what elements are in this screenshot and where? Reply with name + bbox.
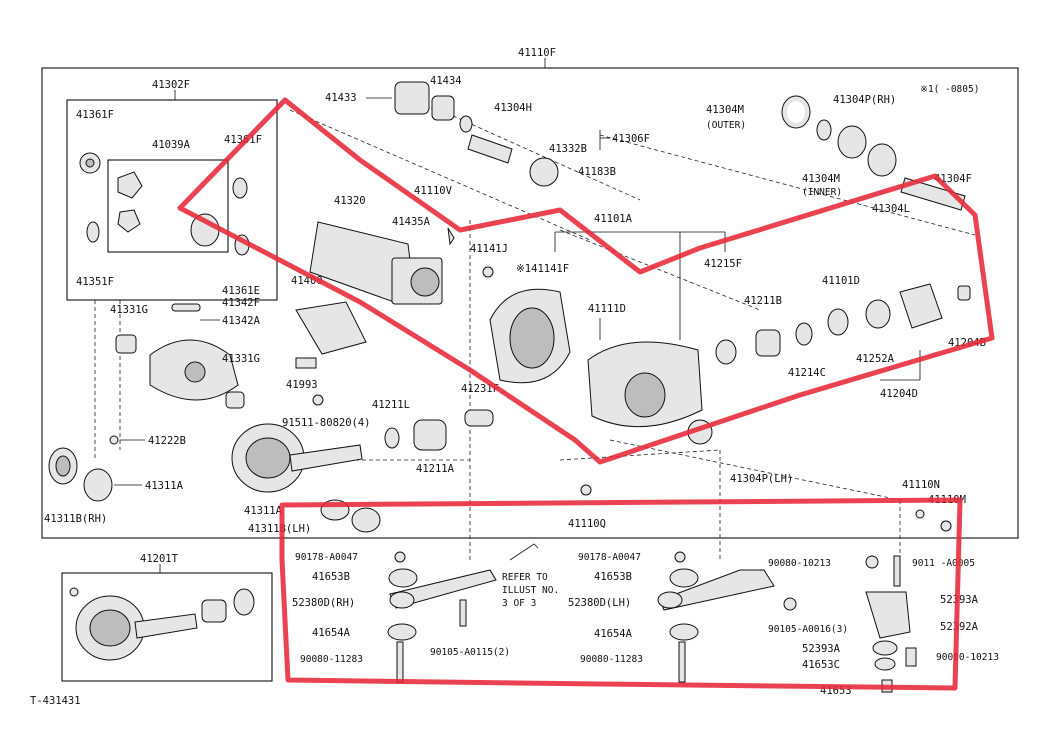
label-41332B: 41332B [549, 143, 587, 155]
inner-label: (INNER) [802, 187, 842, 198]
label-41653B-a: 41653B [312, 571, 350, 583]
label-41320: 41320 [334, 195, 366, 207]
label-90080-10213-b: 90080-10213 [936, 652, 999, 663]
bearing-41211A [413, 419, 447, 451]
drive-pinion [289, 444, 363, 472]
refer-line-2: ILLUST NO. [502, 585, 559, 596]
pinion-gear-2 [117, 209, 141, 233]
label-91511: 91511-80820(4) [282, 417, 371, 429]
label-90105-A0016: 90105-A0016(3) [768, 624, 848, 635]
label-41201T: 41201T [140, 553, 179, 565]
label-90105-A0115: 90105-A0115(2) [430, 647, 510, 658]
label-41342A: 41342A [222, 315, 261, 327]
diagram-id: T-431431 [30, 695, 81, 707]
label-41110Q: 41110Q [568, 518, 606, 530]
label-41351F: 41351F [76, 276, 114, 288]
pinion-bearing [394, 81, 430, 115]
bearing-rh [83, 468, 113, 502]
label-41304M-outer: 41304M [706, 104, 744, 116]
label-41304P-RH: 41304P(RH) [833, 94, 896, 106]
pinion-gear [117, 171, 143, 199]
label-41311A: 41311A [145, 480, 184, 492]
label-41435A: 41435A [392, 216, 431, 228]
actuator [295, 301, 367, 355]
label-41214C: 41214C [788, 367, 826, 379]
label-41141J: 41141J [470, 243, 508, 255]
label-90178-b: 90178-A0047 [578, 552, 641, 563]
label-41252A: 41252A [856, 353, 895, 365]
label-41211B: 41211B [744, 295, 782, 307]
label-90080-11283-b: 90080-11283 [580, 654, 643, 665]
label-90080-10213-a: 90080-10213 [768, 558, 831, 569]
shim-rh [837, 125, 867, 159]
label-41304H: 41304H [494, 102, 532, 114]
label-41231F: 41231F [461, 383, 499, 395]
label-41215F: 41215F [704, 258, 742, 270]
red-marker-lower [279, 497, 963, 691]
label-141141F: ※141141F [516, 263, 569, 275]
label-41311B-RH: 41311B(RH) [44, 513, 107, 525]
label-41653B-b: 41653B [594, 571, 632, 583]
label-41110N: 41110N [902, 479, 940, 491]
label-41653C: 41653C [802, 659, 840, 671]
assembly-label: 41110F [518, 47, 556, 59]
label-41211L: 41211L [372, 399, 410, 411]
label-41434: 41434 [430, 75, 462, 87]
label-41222B: 41222B [148, 435, 186, 447]
pinion-shaft-top [467, 134, 513, 164]
bolt [109, 435, 119, 445]
label-9011-A0005: 9011 -A0005 [912, 558, 975, 569]
label-41361F: 41361F [76, 109, 114, 121]
label-41211A: 41211A [416, 463, 455, 475]
label-41342F: 41342F [222, 297, 260, 309]
label-41331G-b: 41331G [222, 353, 260, 365]
label-41654A-a: 41654A [312, 627, 351, 639]
thrust-washer [232, 177, 248, 199]
label-41304L: 41304L [872, 203, 910, 215]
label-41101D: 41101D [822, 275, 860, 287]
label-41331G-a: 41331G [110, 304, 148, 316]
label-41204D: 41204D [880, 388, 918, 400]
label-41111D: 41111D [588, 303, 626, 315]
label-41183B: 41183B [578, 166, 616, 178]
red-marker-upper [177, 97, 995, 465]
label-41302F: 41302F [152, 79, 190, 91]
pinion-shaft [171, 303, 201, 312]
ring-gear-frame [61, 572, 273, 682]
label-90178-a: 90178-A0047 [295, 552, 358, 563]
label-41993: 41993 [286, 379, 318, 391]
label-52393A-b: 52393A [802, 643, 841, 655]
note-label: ※1( -0805) [920, 84, 979, 95]
label-52380D-RH: 52380D(RH) [292, 597, 355, 609]
label-41304M-inner: 41304M [802, 173, 840, 185]
mount-bracket-right [865, 591, 911, 639]
label-41101A: 41101A [594, 213, 633, 225]
label-41304P-LH: 41304P(LH) [730, 473, 793, 485]
label-41110V: 41110V [414, 185, 453, 197]
label-41654A-b: 41654A [594, 628, 633, 640]
main-assembly-frame [41, 67, 1019, 539]
companion-flange [899, 283, 943, 329]
label-52380D-LH: 52380D(LH) [568, 597, 631, 609]
label-41039A: 41039A [152, 139, 191, 151]
label-41311A-b: 41311A [244, 505, 283, 517]
label-41361E: 41361E [222, 285, 260, 297]
label-52392A: 52392A [940, 621, 979, 633]
label-90080-11283-a: 90080-11283 [300, 654, 363, 665]
mount-bracket-lh [659, 569, 775, 611]
pinion-set-frame [107, 159, 229, 253]
oil-seal [529, 157, 559, 187]
refer-line-3: 3 OF 3 [502, 598, 536, 609]
diff-case-frame [66, 99, 278, 301]
label-41433: 41433 [325, 92, 357, 104]
side-bearing [115, 334, 137, 354]
outer-label: (OUTER) [706, 120, 746, 131]
refer-line-1: REFER TO [502, 572, 548, 583]
label-41306F: 41306F [612, 133, 650, 145]
